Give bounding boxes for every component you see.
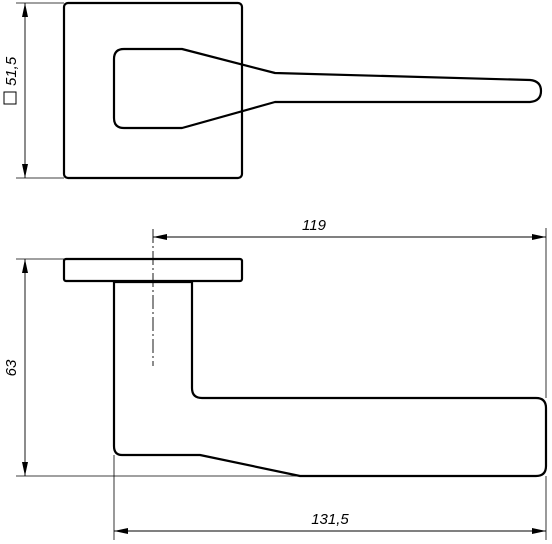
length-dim-arrow-left [153, 234, 167, 240]
length-dim-label: 119 [302, 217, 327, 234]
square-symbol-icon [3, 91, 17, 105]
handle-side-outline [112, 280, 548, 478]
height-dim-arrow-bottom [22, 462, 28, 476]
handle-top-outline [112, 47, 543, 130]
total-dim-arrow-left [114, 528, 128, 534]
square-dim-label: 51,5 [3, 56, 20, 86]
square-dim-arrow-top [22, 3, 28, 17]
rosette-square [62, 1, 244, 180]
side-view: 119 63 131,5 [3, 217, 548, 540]
height-dim-label: 63 [3, 359, 20, 376]
length-dim-arrow-right [532, 234, 546, 240]
total-dim-arrow-right [532, 528, 546, 534]
square-dim-arrow-bottom [22, 164, 28, 178]
height-dim-arrow-top [22, 259, 28, 273]
total-dim-label: 131,5 [311, 511, 349, 528]
top-view: 51,5 [3, 1, 543, 180]
